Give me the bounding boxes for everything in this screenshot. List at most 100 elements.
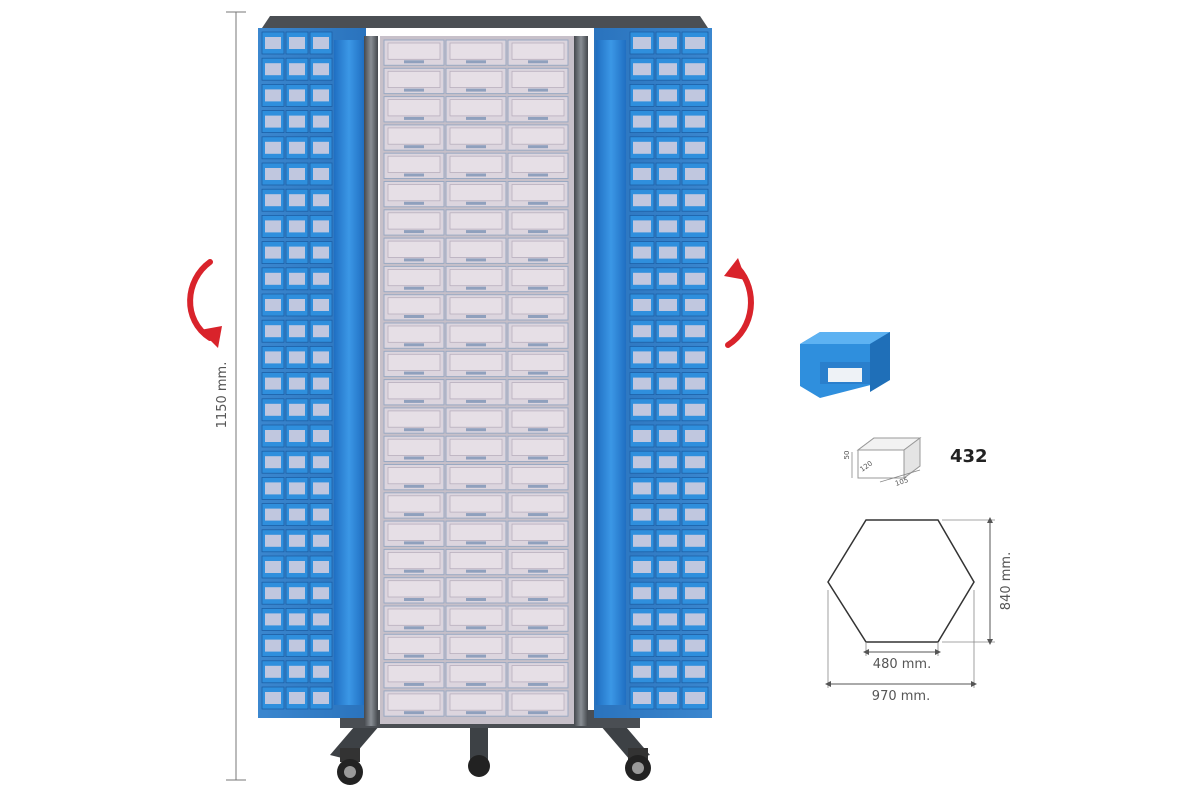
drawer-handle xyxy=(528,88,548,92)
drawer-front xyxy=(449,240,503,258)
drawer-front xyxy=(313,194,329,207)
drawer-front xyxy=(265,613,281,626)
drawer-front xyxy=(313,430,329,442)
drawer-front xyxy=(313,508,329,521)
drawer-front xyxy=(313,141,329,154)
drawer-front xyxy=(313,534,329,547)
drawer-front xyxy=(387,127,441,145)
drawer-handle xyxy=(404,371,424,375)
drawer-handle xyxy=(404,230,424,234)
drawer-handle xyxy=(404,116,424,120)
drawer-handle xyxy=(528,569,548,573)
drawer-front xyxy=(511,297,565,315)
drawer-front xyxy=(449,99,503,117)
drawer-front xyxy=(659,508,677,521)
drawer-front xyxy=(511,665,565,683)
drawer-front xyxy=(633,561,651,573)
drawer-front xyxy=(289,534,305,547)
drawer-front xyxy=(387,523,441,541)
drawer-front xyxy=(289,168,305,180)
drawer-front xyxy=(511,127,565,145)
drawer-front xyxy=(633,692,651,704)
drawer-front xyxy=(449,268,503,287)
drawer-handle xyxy=(466,626,486,630)
height-dimension: 1150 mm. xyxy=(215,11,246,781)
drawer-front xyxy=(633,456,651,469)
drawer-front xyxy=(633,613,651,626)
drawer-handle xyxy=(466,711,486,715)
drawer-handle xyxy=(404,541,424,545)
drawer-handle xyxy=(528,626,548,630)
drawer-front xyxy=(659,246,677,259)
drawer-front xyxy=(633,115,651,128)
drawer-front xyxy=(289,63,305,76)
drawer-front xyxy=(449,523,503,541)
drawer-front xyxy=(289,272,305,285)
drawer-front xyxy=(289,299,305,311)
drawer-front xyxy=(387,268,441,287)
drawer-handle xyxy=(528,513,548,517)
drawer-front xyxy=(387,608,441,626)
drawer-handle xyxy=(466,541,486,545)
drawer-handle xyxy=(528,541,548,545)
drawer-front xyxy=(449,353,503,371)
drawer-front xyxy=(633,639,651,652)
drawer-front xyxy=(265,351,281,364)
drawer-front xyxy=(511,240,565,258)
drawer-handle xyxy=(466,315,486,318)
drawer-front xyxy=(449,665,503,683)
drawer-front xyxy=(449,438,503,456)
drawer-front xyxy=(685,351,705,364)
drawer-front xyxy=(387,42,441,60)
drawer-handle xyxy=(404,145,424,149)
drawer-front xyxy=(313,377,329,390)
drawer-front xyxy=(511,99,565,117)
drawer-front xyxy=(685,613,705,626)
drawer-front xyxy=(659,403,677,416)
drawer-front xyxy=(685,194,705,207)
footprint-diagram: 840 mm. 480 mm. 970 mm. xyxy=(825,517,1014,704)
drawer-front xyxy=(633,37,651,49)
drawer-front xyxy=(387,467,441,485)
drawer-handle xyxy=(528,230,548,234)
drawer-handle xyxy=(466,654,486,658)
drawer-handle xyxy=(528,258,548,262)
drawer-front xyxy=(511,495,565,513)
drawer-grid xyxy=(261,31,709,717)
drawer-front xyxy=(265,403,281,416)
drawer-front xyxy=(685,482,705,495)
drawer-front xyxy=(289,377,305,390)
drawer-front xyxy=(633,246,651,259)
drawer-handle xyxy=(404,399,424,403)
drawer-front xyxy=(387,693,441,711)
drawer-dimension-box-icon: 50 120 105 xyxy=(843,437,922,488)
drawer-handle xyxy=(466,371,486,375)
drawer-front xyxy=(265,89,281,102)
drawer-front xyxy=(511,353,565,371)
drawer-height-dim: 50 xyxy=(843,451,851,460)
drawer-front xyxy=(313,456,329,469)
drawer-front xyxy=(511,438,565,456)
drawer-handle xyxy=(404,626,424,630)
drawer-front xyxy=(387,495,441,513)
drawer-tower xyxy=(258,16,712,726)
drawer-front xyxy=(265,692,281,704)
drawer-front xyxy=(685,89,705,102)
drawer-handle xyxy=(404,60,424,64)
drawer-count: 432 xyxy=(950,446,988,467)
drawer-front xyxy=(511,382,565,400)
drawer-front xyxy=(685,325,705,338)
drawer-handle xyxy=(466,60,486,64)
drawer-front xyxy=(659,299,677,311)
drawer-front xyxy=(685,456,705,469)
wheel-icon xyxy=(468,755,490,777)
drawer-front xyxy=(387,552,441,570)
drawer-handle xyxy=(404,456,424,460)
drawer-front xyxy=(289,141,305,154)
drawer-front xyxy=(659,141,677,154)
drawer-front xyxy=(313,692,329,704)
drawer-front xyxy=(659,482,677,495)
drawer-front xyxy=(265,194,281,207)
drawer-front xyxy=(685,665,705,678)
